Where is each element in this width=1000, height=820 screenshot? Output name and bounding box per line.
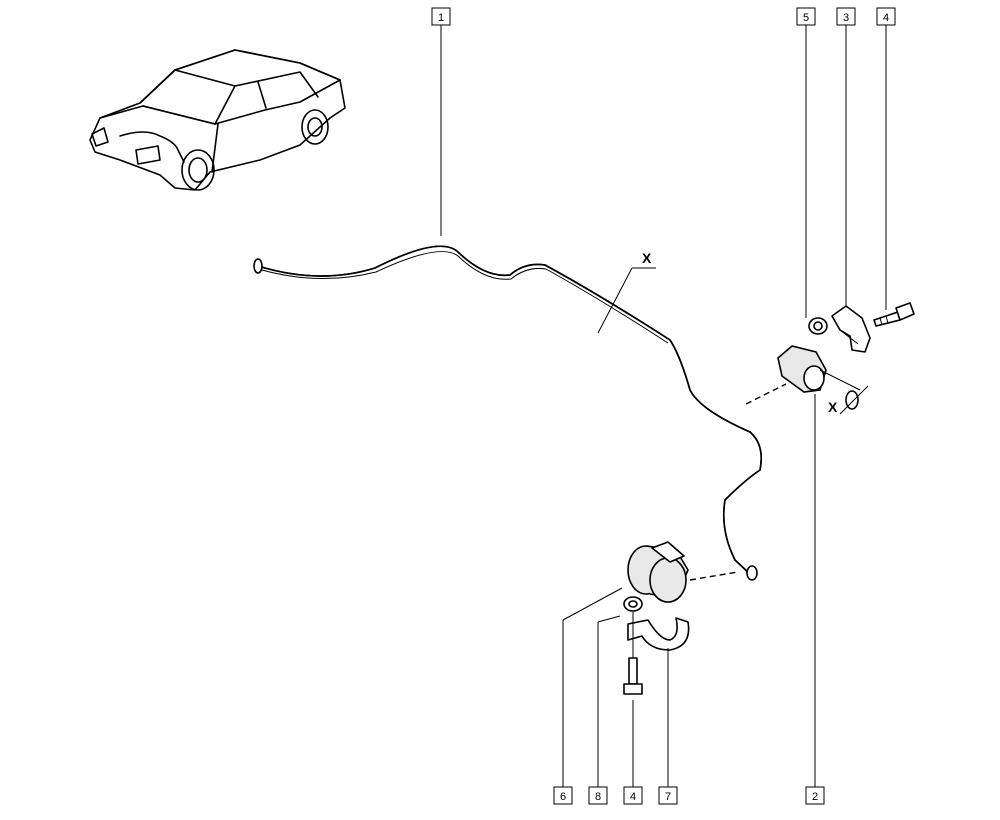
svg-text:7: 7 [665, 791, 671, 803]
stabilizer-bar [253, 245, 763, 581]
svg-text:4: 4 [630, 791, 636, 803]
callout-5: 5 [796, 7, 816, 26]
svg-text:8: 8 [595, 791, 601, 803]
bushing-part-2: X [745, 345, 869, 415]
svg-text:2: 2 [812, 791, 818, 803]
nut-part-8 [623, 596, 643, 660]
leader-lines [440, 25, 887, 788]
section-label-x-bar: X [642, 250, 652, 266]
callout-6: 6 [553, 786, 573, 805]
callout-7: 7 [658, 786, 678, 805]
section-label-x-bush: X [828, 399, 838, 415]
svg-text:4: 4 [883, 12, 889, 24]
bushing-part-6 [627, 541, 739, 603]
bolt-part-4-bottom [623, 657, 643, 695]
svg-text:3: 3 [843, 12, 849, 24]
svg-text:1: 1 [438, 12, 444, 24]
nut-part-5 [808, 317, 828, 335]
car-location-thumbnail [89, 49, 346, 191]
svg-text:5: 5 [803, 12, 809, 24]
bolt-part-4-top [873, 302, 915, 327]
section-mark-bar: X [597, 250, 656, 334]
callout-3: 3 [836, 7, 856, 26]
callout-4-top: 4 [876, 7, 896, 26]
callout-4-bottom: 4 [623, 786, 643, 805]
callout-1: 1 [431, 7, 451, 26]
clamp-part-7 [627, 617, 690, 651]
callout-8: 8 [588, 786, 608, 805]
bracket-part-3 [831, 305, 871, 353]
callout-2: 2 [805, 786, 825, 805]
svg-text:6: 6 [560, 791, 566, 803]
